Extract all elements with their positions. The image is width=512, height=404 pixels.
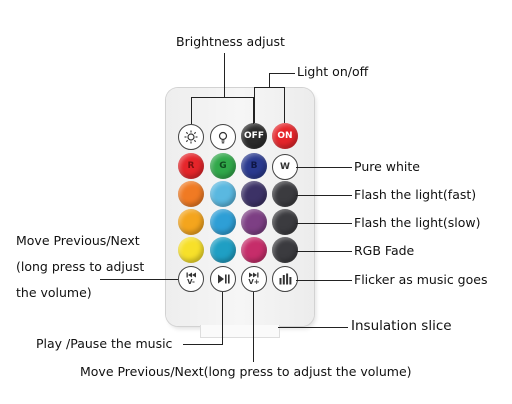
insulation-label: Insulation slice xyxy=(351,318,452,334)
brightness-bracket xyxy=(191,97,254,98)
color-button-teal[interactable] xyxy=(210,237,236,263)
brightness-bracket-left xyxy=(191,97,192,124)
onoff-bracket xyxy=(254,87,285,88)
white-button-label: W xyxy=(280,162,290,172)
skip-next-icon xyxy=(249,272,259,278)
brightness-label: Brightness adjust xyxy=(176,34,285,49)
red-button[interactable]: R xyxy=(178,153,204,179)
flash-slow-label: Flash the light(slow) xyxy=(354,215,481,230)
onoff-bracket-right xyxy=(284,87,285,123)
rgb-fade-button[interactable] xyxy=(272,237,298,263)
color-button-violet[interactable] xyxy=(241,209,267,235)
previous-line xyxy=(100,279,178,280)
bulb-icon xyxy=(216,130,230,144)
previous-button[interactable]: V- xyxy=(178,266,204,292)
next-button-label: V+ xyxy=(248,278,260,286)
play-pause-icon xyxy=(217,274,230,284)
color-button-amber[interactable] xyxy=(178,209,204,235)
move-bottom-label: Move Previous/Next(long press to adjust … xyxy=(80,364,412,379)
color-button-indigo[interactable] xyxy=(241,181,267,207)
pure-white-label: Pure white xyxy=(354,159,420,174)
light-onoff-label: Light on/off xyxy=(297,64,369,79)
brightness-up-button[interactable] xyxy=(210,124,236,150)
sun-icon xyxy=(184,130,198,144)
flash-slow-line xyxy=(296,223,352,224)
move-left-label-line3: the volume) xyxy=(16,285,92,300)
rgb-fade-label: RGB Fade xyxy=(354,243,415,258)
color-button-yellow[interactable] xyxy=(178,237,204,263)
equalizer-icon xyxy=(279,273,292,285)
red-button-label: R xyxy=(187,161,195,171)
color-button-light-blue[interactable] xyxy=(210,181,236,207)
flicker-music-label: Flicker as music goes xyxy=(354,272,488,287)
onoff-connector-down xyxy=(269,73,270,87)
on-button[interactable]: ON xyxy=(272,123,298,149)
previous-button-label: V- xyxy=(187,278,195,286)
onoff-bracket-left xyxy=(254,87,255,123)
color-button-orange[interactable] xyxy=(178,181,204,207)
flicker-line xyxy=(296,280,352,281)
flash-fast-label: Flash the light(fast) xyxy=(354,187,477,202)
insulation-line xyxy=(278,327,348,328)
music-mode-button[interactable] xyxy=(272,266,298,292)
insulation-slice xyxy=(200,325,280,338)
pure-white-line xyxy=(296,167,352,168)
play-pause-line-up xyxy=(222,292,223,345)
color-button-pink[interactable] xyxy=(241,237,267,263)
blue-button[interactable]: B xyxy=(241,153,267,179)
skip-previous-icon xyxy=(186,272,196,278)
flash-fast-button[interactable] xyxy=(272,181,298,207)
white-button[interactable]: W xyxy=(272,154,298,180)
rgb-fade-line xyxy=(296,251,352,252)
play-pause-button[interactable] xyxy=(210,266,236,292)
off-button-label: OFF xyxy=(244,131,264,141)
color-button-sky-blue[interactable] xyxy=(210,209,236,235)
move-left-label-line2: (long press to adjust xyxy=(16,259,145,274)
brightness-down-button[interactable] xyxy=(178,124,204,150)
move-left-label-line1: Move Previous/Next xyxy=(16,233,140,248)
off-button[interactable]: OFF xyxy=(241,123,267,149)
onoff-connector xyxy=(269,73,295,74)
on-button-label: ON xyxy=(277,131,293,141)
brightness-bracket-right xyxy=(253,97,254,124)
next-button[interactable]: V+ xyxy=(241,266,267,292)
play-pause-label: Play /Pause the music xyxy=(36,336,173,351)
flash-fast-line xyxy=(296,195,352,196)
green-button-label: G xyxy=(219,161,227,171)
flash-slow-button[interactable] xyxy=(272,209,298,235)
play-pause-line xyxy=(183,344,223,345)
brightness-connector xyxy=(224,53,225,97)
blue-button-label: B xyxy=(250,161,258,171)
green-button[interactable]: G xyxy=(210,153,236,179)
next-line xyxy=(253,292,254,362)
